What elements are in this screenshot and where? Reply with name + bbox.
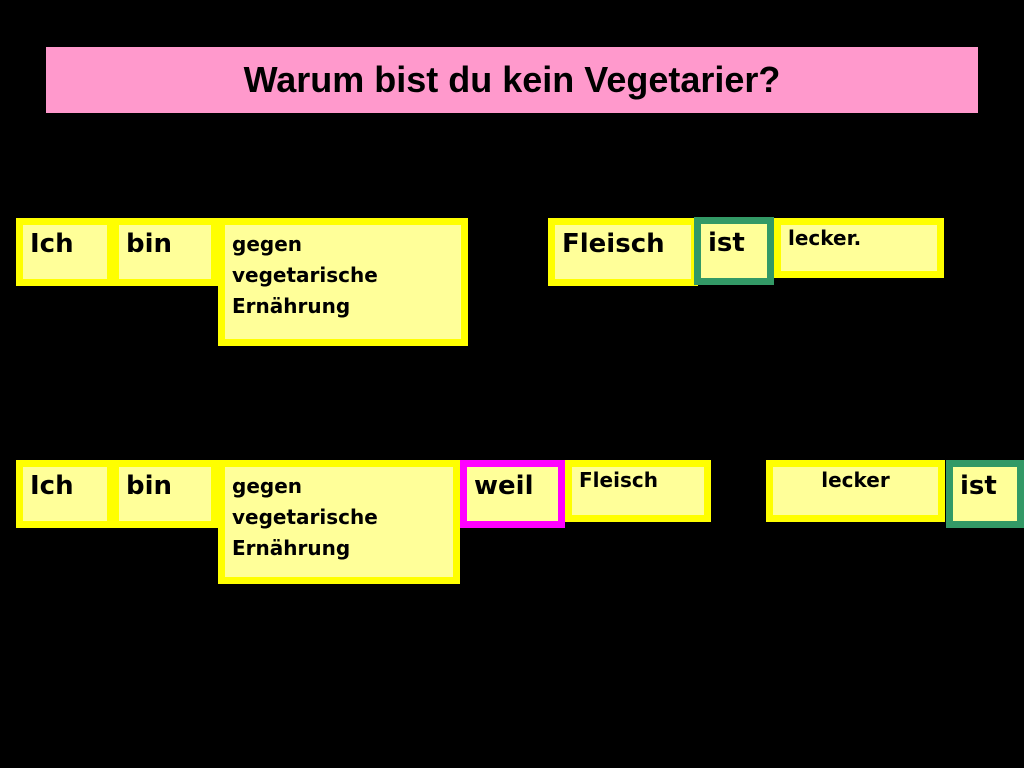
word-label: Ich <box>30 471 74 501</box>
word-label: ist <box>960 471 997 501</box>
word-card-gegen-vegetarische-ernaehrung[interactable]: gegen vegetarische Ernährung <box>218 460 460 584</box>
word-line: vegetarische <box>232 505 378 529</box>
word-line: vegetarische <box>232 263 378 287</box>
word-card-gegen-vegetarische-ernaehrung[interactable]: gegen vegetarische Ernährung <box>218 218 468 346</box>
word-card-fleisch[interactable]: Fleisch <box>548 218 698 286</box>
word-label: lecker <box>821 468 890 492</box>
word-label: ist <box>708 228 745 258</box>
word-label: bin <box>126 471 173 501</box>
word-card-ich[interactable]: Ich <box>16 218 114 286</box>
word-line: Ernährung <box>232 536 351 560</box>
word-label: Fleisch <box>562 229 665 259</box>
word-line: gegen <box>232 232 302 256</box>
word-label: Ich <box>30 229 74 259</box>
word-line: gegen <box>232 474 302 498</box>
word-card-bin[interactable]: bin <box>112 460 218 528</box>
word-label: lecker. <box>788 226 862 250</box>
word-card-bin[interactable]: bin <box>112 218 218 286</box>
verb-card-ist[interactable]: ist <box>694 217 774 285</box>
word-label: weil <box>474 471 534 501</box>
word-card-fleisch[interactable]: Fleisch <box>565 460 711 522</box>
word-card-lecker[interactable]: lecker <box>766 460 945 522</box>
title-bar: Warum bist du kein Vegetarier? <box>46 47 978 113</box>
conjunction-card-weil[interactable]: weil <box>460 460 565 528</box>
word-card-ich[interactable]: Ich <box>16 460 114 528</box>
slide-title: Warum bist du kein Vegetarier? <box>243 59 781 100</box>
word-line: Ernährung <box>232 294 351 318</box>
word-label: Fleisch <box>579 468 658 492</box>
word-card-lecker[interactable]: lecker. <box>774 218 944 278</box>
word-label: bin <box>126 229 173 259</box>
verb-card-ist[interactable]: ist <box>946 460 1024 528</box>
